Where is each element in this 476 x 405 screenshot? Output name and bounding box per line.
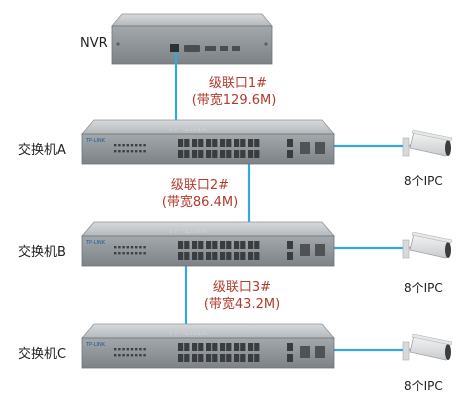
switch-a-ports: [178, 139, 260, 158]
switch-c-uplink-ports: [287, 343, 325, 362]
nvr-device: [111, 13, 273, 65]
nvr-label: NVR: [80, 36, 108, 51]
link-1-port: 级联口1#: [208, 76, 268, 91]
switch-a-leds: [114, 144, 146, 153]
switches-group: TP-LINKTP-LINKTP-LINKTP-LINKTP-LINKTP-LI…: [81, 119, 335, 369]
switch-c-device: TP-LINK TP-LINK: [81, 323, 335, 369]
switch-b-ports: [178, 241, 260, 260]
switch-c-label: 交换机C: [18, 347, 67, 362]
link-1-label: 级联口1# (带宽129.6M): [188, 75, 288, 109]
link-2-label: 级联口2# (带宽86.4M): [150, 177, 250, 211]
switch-c-ports: [178, 343, 260, 362]
ipc-group-a-label: 8个IPC: [404, 174, 443, 188]
switch-b-top-logo: TP-LINK: [168, 226, 209, 236]
ipc-camera-c-icon: [402, 333, 453, 361]
link-2-port: 级联口2#: [170, 178, 230, 193]
switch-b-uplink-ports: [287, 241, 325, 260]
switch-b-brand: TP-LINK: [85, 240, 106, 246]
cameras-group: [402, 129, 453, 361]
switch-a-uplink-ports: [287, 139, 325, 158]
ipc-camera-b-icon: [402, 231, 453, 259]
nvr-lan-port: [170, 44, 179, 52]
switch-b-leds: [114, 246, 146, 255]
switch-c-brand: TP-LINK: [85, 342, 106, 348]
ipc-group-c-label: 8个IPC: [404, 379, 443, 393]
link-3-bandwidth: (带宽43.2M): [203, 297, 281, 312]
ipc-camera-a-icon: [402, 129, 453, 157]
switch-b-label: 交换机B: [18, 245, 66, 260]
link-1-bandwidth: (带宽129.6M): [191, 93, 277, 108]
switch-a-device: TP-LINK TP-LINK: [81, 119, 335, 165]
switch-c-top-logo: TP-LINK: [168, 328, 209, 338]
ipc-group-b-label: 8个IPC: [404, 281, 443, 295]
link-2-bandwidth: (带宽86.4M): [161, 195, 239, 210]
switch-a-brand: TP-LINK: [85, 138, 106, 144]
switch-c-leds: [114, 348, 146, 357]
link-3-port: 级联口3#: [212, 280, 272, 295]
switch-b-device: TP-LINK TP-LINK: [81, 221, 335, 267]
switch-a-label: 交换机A: [18, 143, 66, 158]
link-3-label: 级联口3# (带宽43.2M): [194, 279, 290, 313]
switch-a-top-logo: TP-LINK: [168, 124, 209, 134]
